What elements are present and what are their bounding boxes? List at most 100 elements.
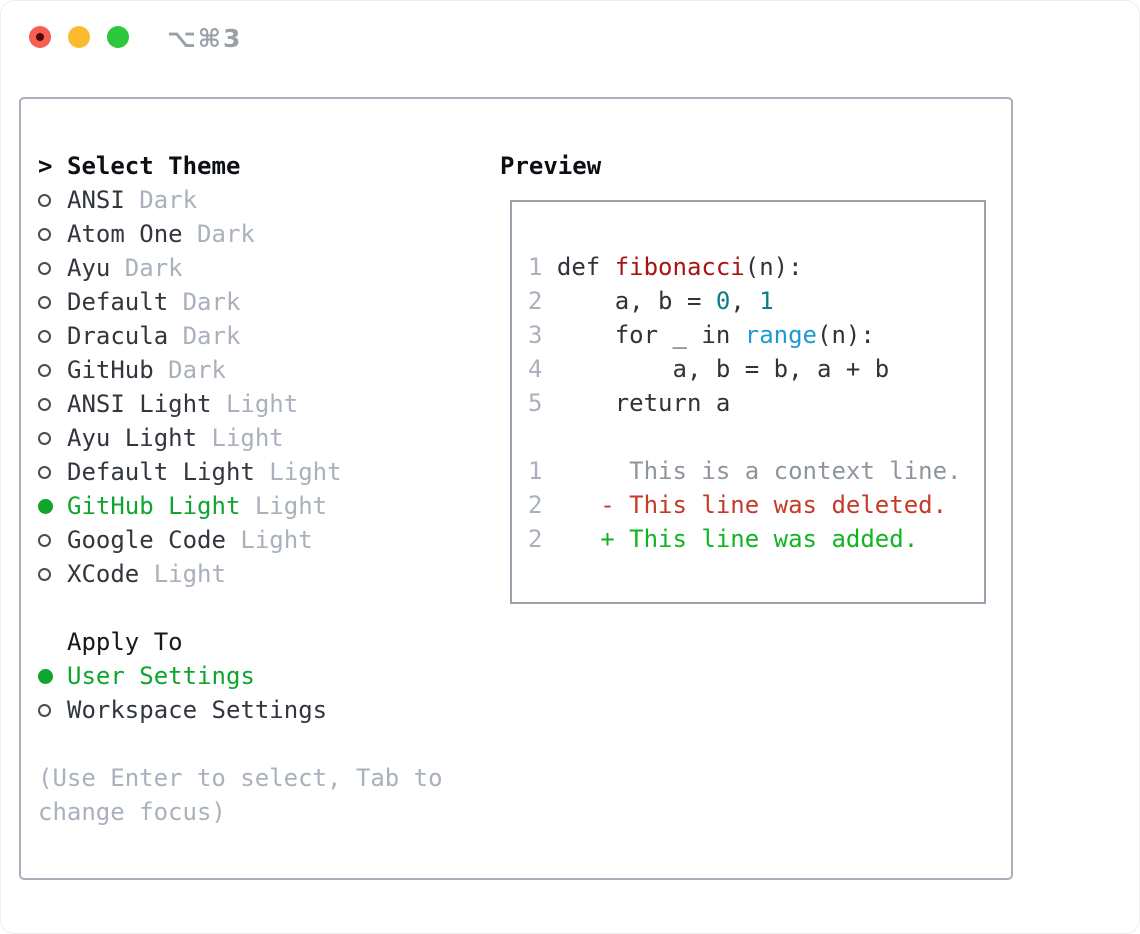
zoom-button[interactable] [107,26,129,48]
token-add: + This line was added. [556,525,919,553]
theme-variant: Dark [110,254,183,282]
titlebar: ⌥⌘3 [0,0,1140,74]
theme-variant: Light [197,424,284,452]
select-theme-title: Select Theme [67,152,241,180]
radio-unselected-icon [38,533,67,547]
radio-unselected-icon [38,397,67,411]
token-del: - This line was deleted. [556,491,948,519]
token-num: 0 [715,287,731,315]
minimize-button[interactable] [68,26,90,48]
theme-name: Atom One [67,220,183,248]
theme-item-dracula[interactable]: Dracula Dark [38,319,478,353]
token-num: 1 [759,287,774,315]
radio-unselected-icon [38,465,67,479]
apply-option-label: User Settings [67,662,255,690]
theme-item-atom-one[interactable]: Atom One Dark [38,217,478,251]
theme-item-ayu-light[interactable]: Ayu Light Light [38,421,478,455]
code-line: 5 return a [528,386,984,420]
theme-name: GitHub Light [67,492,241,520]
code-line: 2 - This line was deleted. [528,488,984,522]
radio-unselected-icon [38,295,67,309]
spacer [38,591,478,625]
theme-item-ansi[interactable]: ANSI Dark [38,183,478,217]
line-number: 2 [528,491,557,519]
line-number: 1 [528,253,557,281]
theme-name: Google Code [67,526,226,554]
radio-unselected-icon [38,431,67,445]
radio-selected-icon [38,668,67,684]
token-code: , [730,287,760,315]
code-line: 1 def fibonacci(n): [528,250,984,284]
token-code: (n): [817,321,875,349]
theme-item-github[interactable]: GitHub Dark [38,353,478,387]
line-number: 2 [528,525,557,553]
apply-option-workspace-settings[interactable]: Workspace Settings [38,693,478,727]
code-line: 3 for _ in range(n): [528,318,984,352]
line-number: 1 [528,457,557,485]
theme-name: Ayu Light [67,424,198,452]
token-code: (n): [744,253,803,281]
theme-variant: Light [211,390,299,418]
theme-name: ANSI [67,186,125,214]
radio-selected-icon [38,498,67,514]
apply-to-header-row: Apply To [38,625,478,659]
theme-name: Dracula [67,322,169,350]
line-number: 2 [528,287,557,315]
code-line [528,420,984,454]
theme-item-default-light[interactable]: Default Light Light [38,455,478,489]
token-builtin: range [744,321,817,349]
radio-unselected-icon [38,329,67,343]
theme-variant: Dark [182,220,255,248]
theme-name: Default Light [67,458,255,486]
theme-item-google-code[interactable]: Google Code Light [38,523,478,557]
token-code: a, b = b, a + b [556,355,890,383]
token-code: a, b = [556,287,716,315]
theme-item-default[interactable]: Default Dark [38,285,478,319]
theme-item-github-light[interactable]: GitHub Light Light [38,489,478,523]
theme-name: Ayu [67,254,111,282]
theme-item-xcode[interactable]: XCode Light [38,557,478,591]
radio-unselected-icon [38,567,67,581]
preview-title: Preview [500,152,602,180]
line-number [528,423,542,451]
theme-variant: Dark [153,356,226,384]
apply-option-user-settings[interactable]: User Settings [38,659,478,693]
spacer [38,727,478,761]
radio-unselected-icon [38,193,67,207]
token-code: for _ in [556,321,745,349]
theme-variant: Dark [168,288,241,316]
theme-variant: Light [225,526,313,554]
theme-name: XCode [67,560,140,588]
code-line: 4 a, b = b, a + b [528,352,984,386]
theme-variant: Light [254,458,342,486]
theme-variant: Dark [168,322,241,350]
theme-name: Default [67,288,169,316]
theme-variant: Light [139,560,226,588]
code-line: 1 This is a context line. [528,454,984,488]
code-line: 2 + This line was added. [528,522,984,556]
theme-name: GitHub [67,356,154,384]
theme-item-ansi-light[interactable]: ANSI Light Light [38,387,478,421]
token-context: This is a context line. [556,457,962,485]
token-code: def [556,253,615,281]
select-theme-header: > Select Theme [38,149,478,183]
caret-icon: > [38,152,53,180]
theme-variant: Light [240,492,328,520]
theme-name: ANSI Light [67,390,212,418]
window-title: ⌥⌘3 [167,24,243,53]
close-button[interactable] [29,26,51,48]
theme-item-ayu[interactable]: Ayu Dark [38,251,478,285]
radio-unselected-icon [38,363,67,377]
keyboard-hint: (Use Enter to select, Tab to change focu… [38,764,458,826]
token-code: return a [556,389,731,417]
apply-option-label: Workspace Settings [67,696,328,724]
code-line: 2 a, b = 0, 1 [528,284,984,318]
line-number: 5 [528,389,557,417]
